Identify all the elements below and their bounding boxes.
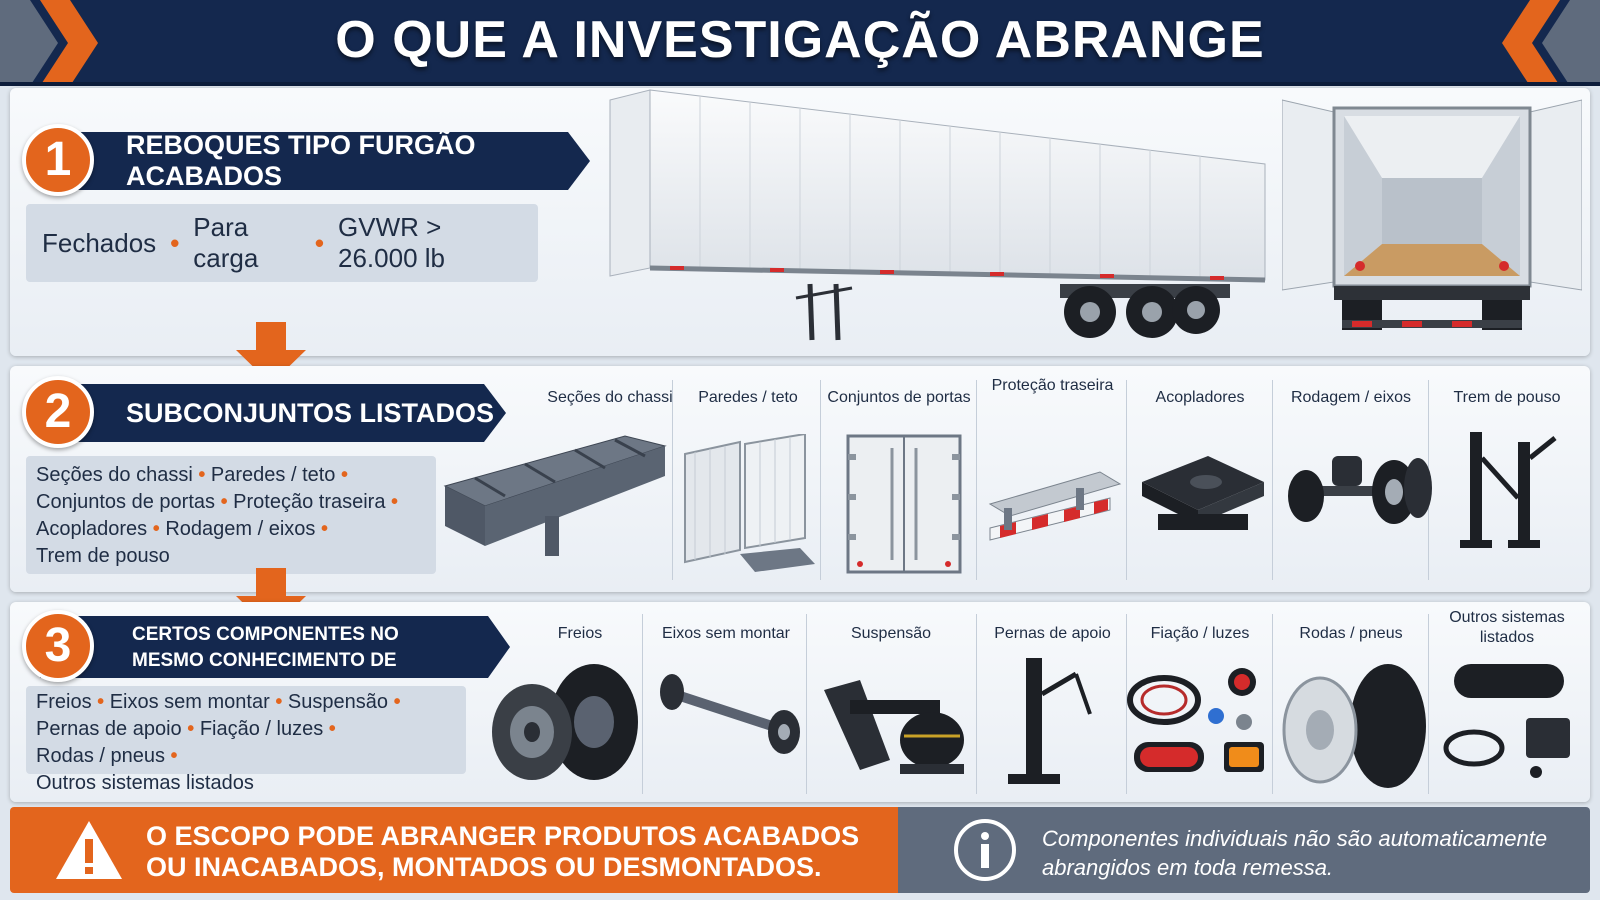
- info-icon: [954, 819, 1016, 881]
- tag-fechados: Fechados: [42, 227, 157, 258]
- subassembly-rear-guard: Proteção traseira: [991, 377, 1114, 394]
- section-3-panel: 3 CERTOS COMPONENTES NO MESMO CONHECIMEN…: [10, 602, 1590, 802]
- info-note-banner: Componentes individuais não são automati…: [898, 807, 1590, 893]
- section-3-list: Freios • Eixos sem montar • Suspensão • …: [26, 686, 466, 794]
- list-item: Pernas de apoio: [36, 718, 182, 740]
- wiring-lights-icon: [1127, 668, 1264, 772]
- component-other-systems: Outros sistemas listados: [1449, 609, 1565, 646]
- section-1-number: 1: [22, 124, 94, 196]
- header-bar: O QUE A INVESTIGAÇÃO ABRANGE: [0, 0, 1600, 86]
- section-2-number: 2: [22, 376, 94, 448]
- scope-warning-banner: O ESCOPO PODE ABRANGER PRODUTOS ACABADOS…: [10, 807, 898, 893]
- subassembly-chassis: Seções do chassi: [547, 389, 673, 406]
- component-brakes: Freios: [557, 625, 603, 642]
- support-leg-icon: [1008, 658, 1092, 784]
- list-item: Rodagem / eixos: [165, 518, 316, 540]
- component-support-legs: Pernas de apoio: [994, 625, 1111, 642]
- down-arrow-icon: [236, 322, 306, 384]
- list-item: Fiação / luzes: [199, 718, 324, 740]
- suspension-icon: [824, 680, 964, 774]
- section-1-title-banner: REBOQUES TIPO FURGÃO ACABADOS: [40, 132, 590, 190]
- landing-gear-icon: [1460, 432, 1557, 548]
- component-axles: Eixos sem montar: [661, 625, 791, 642]
- list-item: Rodas / pneus: [36, 745, 165, 767]
- box-trailer-rear-open-icon: [1282, 99, 1582, 330]
- subassembly-couplers: Acopladores: [1155, 389, 1245, 406]
- section-1-tags: Fechados • Para carga • GVWR > 26.000 lb: [26, 204, 538, 282]
- subassembly-doors: Conjuntos de portas: [827, 389, 971, 406]
- component-wheels-tires: Rodas / pneus: [1299, 625, 1403, 642]
- list-item: Seções do chassi: [36, 464, 193, 486]
- box-trailer-side-icon: [609, 89, 1266, 341]
- list-item: Freios: [36, 691, 92, 713]
- section-2-title-banner: SUBCONJUNTOS LISTADOS: [40, 384, 506, 442]
- subassembly-walls: Paredes / teto: [698, 389, 798, 406]
- down-arrow-icon: [236, 568, 306, 630]
- bullet-dot: •: [314, 227, 324, 258]
- section-2-list: Seções do chassi • Paredes / teto • Conj…: [26, 456, 436, 574]
- doors-icon: [846, 434, 962, 574]
- list-item: Acopladores: [36, 518, 148, 540]
- header-chevron-right-icon: [1502, 0, 1600, 86]
- list-item: Eixos sem montar: [109, 691, 270, 713]
- axle-wheels-icon: [1288, 456, 1432, 524]
- section-3-title-banner: CERTOS COMPONENTES NO MESMO CONHECIMENTO…: [40, 616, 510, 678]
- list-item: Trem de pouso: [36, 545, 170, 567]
- wheel-tire-icon: [1282, 664, 1426, 788]
- list-item: Paredes / teto: [210, 464, 336, 486]
- section-2-panel: 2 SUBCONJUNTOS LISTADOS Seções do chassi…: [10, 366, 1590, 592]
- page-title: O QUE A INVESTIGAÇÃO ABRANGE: [335, 11, 1265, 69]
- subassembly-landing-gear: Trem de pouso: [1453, 389, 1561, 406]
- rear-guard-icon: [988, 471, 1122, 541]
- list-item: Proteção traseira: [233, 491, 386, 513]
- component-wiring-lights: Fiação / luzes: [1150, 625, 1250, 642]
- section-3-title-line1: CERTOS COMPONENTES NO: [132, 624, 399, 645]
- brake-icon: [492, 664, 638, 780]
- warning-icon: [56, 821, 122, 879]
- bullet-dot: •: [170, 227, 180, 258]
- list-item: Conjuntos de portas: [36, 491, 216, 513]
- tag-para-carga: Para carga: [193, 212, 259, 273]
- section-1-panel: 1 REBOQUES TIPO FURGÃO ACABADOS Fechados…: [10, 88, 1590, 356]
- tag-gvwr: GVWR > 26.000 lb: [338, 212, 445, 273]
- axle-icon: [660, 674, 800, 754]
- panels-icon: [684, 434, 815, 572]
- chassis-icon: [443, 435, 667, 556]
- section-2-title: SUBCONJUNTOS LISTADOS: [126, 397, 495, 428]
- header-chevron-left-icon: [0, 0, 98, 86]
- section-3-number: 3: [22, 610, 94, 682]
- coupler-icon: [1142, 456, 1264, 530]
- air-tank-icon: [1443, 664, 1570, 778]
- info-note-text: Componentes individuais não são automati…: [1042, 826, 1548, 880]
- list-item: Suspensão: [287, 691, 388, 713]
- section-1-title: REBOQUES TIPO FURGÃO ACABADOS: [126, 130, 476, 191]
- scope-warning-text: O ESCOPO PODE ABRANGER PRODUTOS ACABADOS…: [146, 821, 860, 882]
- component-suspension: Suspensão: [850, 625, 932, 642]
- subassembly-running-gear: Rodagem / eixos: [1290, 389, 1412, 406]
- list-item: Outros sistemas listados: [36, 772, 254, 794]
